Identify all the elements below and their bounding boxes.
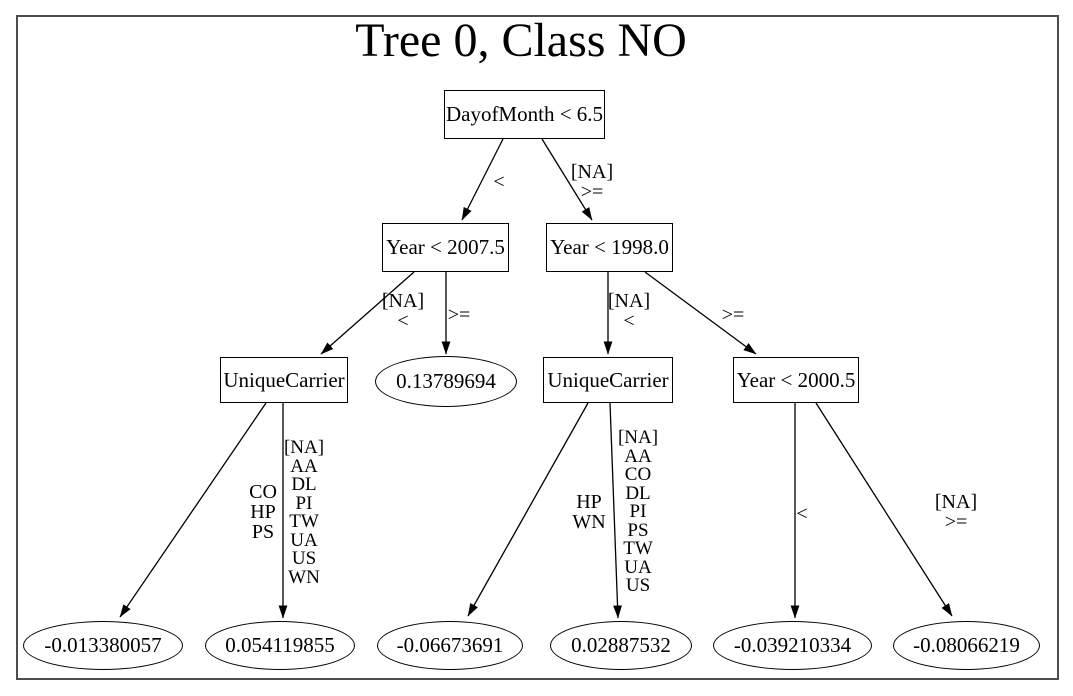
diagram-title: Tree 0, Class NO <box>355 14 687 67</box>
edge-label-root-left: < <box>493 171 505 193</box>
edge-y2000-right <box>815 402 953 617</box>
edge-label-ucr-left: HP WN <box>572 491 606 533</box>
leaf-value: 0.02887532 <box>571 633 671 657</box>
leaf-value: 0.054119855 <box>225 633 335 657</box>
leaf-neg-0-08066219: -0.08066219 <box>893 621 1040 670</box>
leaf-neg-0-06673691: -0.06673691 <box>377 621 523 670</box>
leaf-0-054119855: 0.054119855 <box>205 621 355 670</box>
leaf-0-13789694: 0.13789694 <box>375 356 517 407</box>
edge-label-y1998-left: [NA] < <box>607 290 651 332</box>
leaf-neg-0-013380057: -0.013380057 <box>23 621 183 670</box>
edge-y1998-right <box>644 271 757 355</box>
leaf-0-02887532: 0.02887532 <box>550 621 692 670</box>
edge-ucr-left <box>467 402 589 617</box>
diagram-border <box>16 15 1059 680</box>
edge-label-ucl-right: [NA] AA DL PI TW UA US WN <box>283 437 325 588</box>
node-year-lt-1998-0: Year < 1998.0 <box>546 223 673 272</box>
leaf-value: 0.13789694 <box>396 369 496 393</box>
node-label: UniqueCarrier <box>223 367 345 392</box>
node-label: UniqueCarrier <box>547 367 669 392</box>
edge-label-y1998-right: >= <box>721 304 745 326</box>
leaf-value: -0.06673691 <box>396 633 504 657</box>
edge-label-y2007-left: [NA] < <box>381 290 425 332</box>
node-dayofmonth-root: DayofMonth < 6.5 <box>444 90 605 139</box>
edge-label-y2000-right: [NA] >= <box>934 491 978 533</box>
node-year-lt-2007-5: Year < 2007.5 <box>382 223 509 272</box>
edge-label-root-right: [NA] >= <box>570 161 614 203</box>
edge-ucl-left <box>119 402 267 618</box>
edge-y2007-left <box>320 271 415 355</box>
edge-ucr-right <box>609 402 622 619</box>
leaf-value: -0.013380057 <box>44 633 162 657</box>
node-label: Year < 2000.5 <box>736 367 856 392</box>
edge-root-left <box>461 138 504 221</box>
node-year-lt-2000-5: Year < 2000.5 <box>733 357 859 403</box>
node-label: Year < 1998.0 <box>550 235 669 259</box>
node-uniquecarrier-right: UniqueCarrier <box>543 357 673 403</box>
edge-label-y2007-right: >= <box>447 304 471 326</box>
edge-label-ucr-right: [NA] AA CO DL PI PS TW UA US <box>617 426 659 596</box>
leaf-value: -0.039210334 <box>733 633 852 657</box>
leaf-value: -0.08066219 <box>913 633 1020 657</box>
node-uniquecarrier-left: UniqueCarrier <box>220 357 348 403</box>
node-label: DayofMonth < 6.5 <box>445 102 604 126</box>
edge-root-right <box>541 138 593 221</box>
node-label: Year < 2007.5 <box>386 235 505 259</box>
edge-label-y2000-left: < <box>796 503 808 525</box>
leaf-neg-0-039210334: -0.039210334 <box>713 621 872 670</box>
edge-label-ucl-left: CO HP PS <box>249 481 277 543</box>
